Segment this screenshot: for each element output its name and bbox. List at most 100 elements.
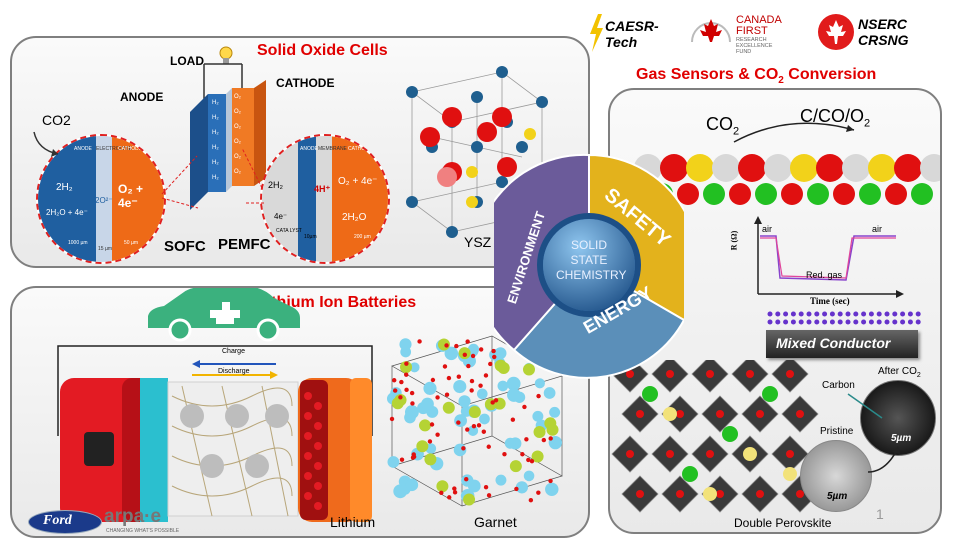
gas-molecule	[861, 319, 867, 325]
garnet-li-site	[423, 381, 437, 395]
gas-molecule	[892, 319, 898, 325]
garnet-li-site	[534, 378, 545, 389]
stack-h2-label: H₂	[212, 130, 219, 136]
double-perovskite-label: Double Perovskite	[734, 516, 832, 530]
gas-molecule	[907, 319, 913, 325]
garnet-o-site	[429, 422, 435, 427]
garnet-li-site	[549, 406, 561, 418]
center-core-line2: STATE	[570, 253, 608, 267]
garnet-la-site	[468, 406, 481, 419]
nserc-logo-line1: NSERC	[858, 16, 908, 32]
perovskite-o-site	[786, 370, 794, 378]
charge-arrow-icon	[192, 360, 278, 379]
garnet-o-site	[514, 486, 519, 492]
subsurface-atom	[807, 183, 829, 205]
perovskite-a-site	[703, 487, 717, 501]
nserc-logo: NSERC CRSNG	[818, 14, 918, 54]
garnet-o-site	[486, 493, 492, 498]
garnet-li-site	[444, 346, 459, 361]
garnet-li-site	[421, 397, 434, 411]
garnet-la-site	[424, 453, 437, 466]
garnet-li-site	[504, 437, 516, 449]
pemfc-circle-cathode: CATHODE	[348, 146, 373, 152]
co2-inflow-arrow-icon	[33, 131, 59, 157]
subsurface-atom	[859, 183, 881, 205]
subsurface-atom	[885, 183, 907, 205]
garnet-la-site	[544, 417, 557, 430]
gas-molecule	[837, 311, 843, 317]
garnet-o-site	[446, 375, 452, 381]
garnet-crystal-structure	[386, 335, 563, 507]
stack-h2-label: H₂	[212, 100, 219, 106]
garnet-o-site	[464, 477, 469, 482]
garnet-o-site	[399, 457, 405, 462]
garnet-o-site	[493, 398, 499, 403]
pemfc-label: PEMFC	[218, 236, 271, 253]
garnet-o-site	[409, 390, 415, 396]
garnet-o-site	[478, 347, 484, 352]
gas-molecule	[767, 319, 773, 325]
garnet-o-site	[490, 400, 495, 405]
sofc-circle-h2: 2H₂	[56, 182, 73, 193]
perovskite-b-site	[642, 386, 658, 402]
graph-ylabel: R (Ω)	[729, 230, 739, 251]
gas-molecule	[915, 311, 921, 317]
garnet-li-site	[460, 405, 472, 417]
pemfc-circle-h: 4H⁺	[314, 184, 331, 194]
gas-molecule	[829, 319, 835, 325]
nserc-logo-line2: CRSNG	[858, 32, 909, 48]
pemfc-circle-e: 4e⁻	[274, 212, 288, 221]
garnet-o-site	[454, 343, 459, 349]
garnet-o-site	[410, 401, 415, 406]
gas-molecule	[814, 311, 820, 317]
perovskite-o-site	[756, 410, 764, 418]
graph-air-right: air	[872, 224, 883, 234]
double-perovskite-structure	[611, 360, 819, 513]
garnet-la-site	[509, 460, 522, 473]
sofc-label: SOFC	[164, 238, 206, 255]
garnet-o-site	[398, 395, 403, 400]
gas-molecule	[767, 311, 773, 317]
surface-atom	[790, 154, 818, 182]
perovskite-b-site	[722, 426, 738, 442]
perovskite-o-site	[716, 490, 724, 498]
after-co2-label: After CO2	[878, 366, 921, 379]
surface-atom	[816, 154, 844, 182]
garnet-li-site	[387, 456, 400, 468]
center-wheel	[494, 153, 684, 379]
garnet-o-site	[483, 373, 489, 378]
surface-atom	[894, 154, 922, 182]
gas-molecule	[822, 311, 828, 317]
gas-molecule	[822, 319, 828, 325]
stack-o2-label: O₂	[234, 94, 241, 100]
garnet-o-site	[491, 348, 496, 354]
garnet-o-site	[522, 404, 527, 410]
subsurface-atom	[781, 183, 803, 205]
stack-h2-label: H₂	[212, 160, 219, 166]
gas-molecule	[790, 319, 796, 325]
graph-xlabel: Time (sec)	[810, 296, 850, 306]
perovskite-o-site	[716, 410, 724, 418]
perovskite-o-site	[796, 490, 804, 498]
garnet-li-site	[467, 479, 481, 493]
garnet-o-site	[442, 364, 448, 369]
garnet-o-site	[548, 478, 553, 484]
garnet-li-site	[523, 470, 535, 482]
garnet-o-site	[456, 374, 462, 379]
pristine-micrograph: 5µm	[800, 440, 872, 512]
canada-first-logo: CANADA FIRST RESEARCH EXCELLENCE FUND	[690, 10, 800, 56]
perovskite-b-site	[682, 466, 698, 482]
garnet-li-site	[507, 388, 521, 402]
garnet-la-site	[533, 425, 546, 438]
gas-molecule	[775, 319, 781, 325]
perovskite-a-site	[663, 407, 677, 421]
gas-molecule	[868, 319, 874, 325]
gas-molecule	[915, 319, 921, 325]
conversion-arrow-icon	[733, 122, 855, 143]
gas-molecule	[892, 311, 898, 317]
ford-logo: Ford	[28, 510, 102, 534]
surface-atom	[660, 154, 688, 182]
garnet-o-site	[462, 352, 468, 357]
after-co2-micrograph: 5µm	[860, 380, 936, 456]
garnet-label: Garnet	[474, 514, 517, 530]
